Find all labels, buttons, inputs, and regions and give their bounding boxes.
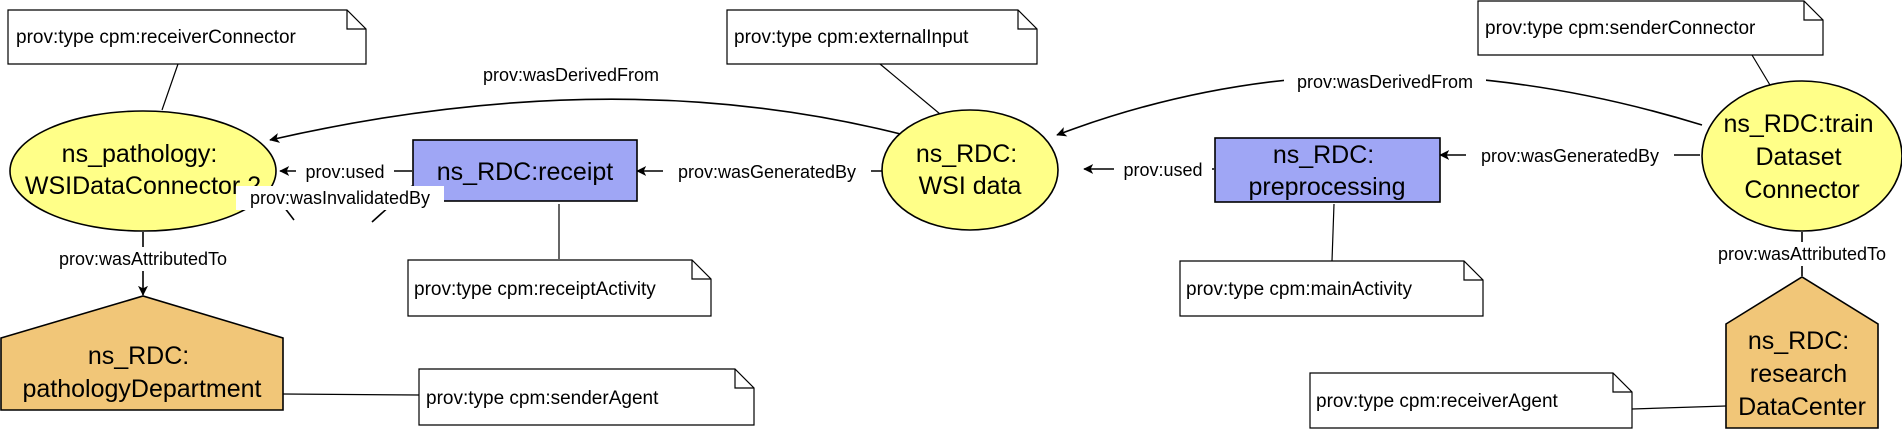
note-external-input: prov:type cpm:externalInput <box>726 9 1038 65</box>
note-receipt-activity-text: prov:type cpm:receiptActivity <box>414 279 656 300</box>
edge-labels: prov:wasDerivedFrom prov:wasDerivedFrom … <box>36 62 1902 271</box>
note-sender-agent: prov:type cpm:senderAgent <box>418 368 755 426</box>
entity-train-connector-line3: Connector <box>1744 176 1859 204</box>
activity-receipt-label: ns_RDC:receipt <box>437 158 614 186</box>
svg-text:ns_RDC: pathologyDepartm: ns_RDC: pathologyDepartment <box>22 342 261 403</box>
label-used-receipt: prov:used <box>305 162 384 182</box>
note-receiver-connector-text: prov:type cpm:receiverConnector <box>16 27 297 48</box>
label-generated-wsi: prov:wasGeneratedBy <box>678 162 856 182</box>
label-invalidated: prov:wasInvalidatedBy <box>250 188 430 208</box>
entity-train-connector-line1: ns_RDC:train <box>1723 110 1873 138</box>
agent-pathology-dept: ns_RDC: pathologyDepartment <box>0 295 284 411</box>
entity-wsi-connector-line1: ns_pathology: <box>62 140 218 168</box>
agent-pathology-dept-line1: ns_RDC: <box>88 342 189 370</box>
note-sender-connector-text: prov:type cpm:senderConnector <box>1485 18 1756 39</box>
note-receiver-connector: prov:type cpm:receiverConnector <box>7 9 367 65</box>
label-generated-train: prov:wasGeneratedBy <box>1481 146 1659 166</box>
note-main-activity-text: prov:type cpm:mainActivity <box>1186 279 1412 300</box>
label-derived-wsi-connector: prov:wasDerivedFrom <box>483 65 659 85</box>
svg-text:ns_RDC: WSI data: ns_RDC: WSI data <box>916 140 1024 200</box>
agent-research-dc-line2: research <box>1750 360 1847 388</box>
agent-research-dc-line3: DataCenter <box>1738 393 1866 421</box>
label-attributed-pathology: prov:wasAttributedTo <box>59 249 227 269</box>
entity-wsi-data: ns_RDC: WSI data <box>881 109 1059 231</box>
svg-text:ns_RDC: preprocessing: ns_RDC: preprocessing <box>1248 141 1405 201</box>
activity-preprocessing-line1: ns_RDC: <box>1273 141 1374 169</box>
note-receiver-agent-text: prov:type cpm:receiverAgent <box>1316 391 1559 412</box>
label-used-preprocessing: prov:used <box>1123 160 1202 180</box>
entity-wsi-connector: ns_pathology: WSIDataConnector 2 <box>9 110 277 232</box>
note-main-activity: prov:type cpm:mainActivity <box>1179 260 1484 317</box>
note-connectors <box>161 54 1777 410</box>
note-sender-agent-text: prov:type cpm:senderAgent <box>426 388 659 409</box>
entity-wsi-connector-line2: WSIDataConnector 2 <box>25 172 261 200</box>
svg-text:ns_pathology: WSIDataCon: ns_pathology: WSIDataConnector 2 <box>25 140 261 200</box>
entity-wsi-data-line1: ns_RDC: <box>916 140 1017 168</box>
note-sender-connector: prov:type cpm:senderConnector <box>1477 0 1824 56</box>
note-receipt-activity: prov:type cpm:receiptActivity <box>407 259 712 317</box>
label-derived-train-wsi: prov:wasDerivedFrom <box>1297 72 1473 92</box>
activity-preprocessing: ns_RDC: preprocessing <box>1214 137 1441 203</box>
svg-text:ns_RDC: research D: ns_RDC: research DataCenter <box>1738 327 1866 421</box>
label-attributed-research: prov:wasAttributedTo <box>1718 244 1886 264</box>
agent-research-dc: ns_RDC: research DataCenter <box>1725 276 1879 429</box>
note-receiver-agent: prov:type cpm:receiverAgent <box>1309 372 1633 429</box>
edge-derived-wsi-connector <box>269 98 913 143</box>
entity-wsi-data-line2: WSI data <box>919 172 1022 200</box>
agent-research-dc-line1: ns_RDC: <box>1748 327 1849 355</box>
activity-preprocessing-line2: preprocessing <box>1248 173 1405 201</box>
note-external-input-text: prov:type cpm:externalInput <box>734 27 969 48</box>
svg-text:ns_RDC:train Dataset: ns_RDC:train Dataset Connector <box>1723 110 1880 204</box>
entity-train-connector: ns_RDC:train Dataset Connector <box>1701 80 1902 232</box>
agent-pathology-dept-line2: pathologyDepartment <box>22 375 261 403</box>
entity-train-connector-line2: Dataset <box>1755 143 1841 171</box>
activity-receipt: ns_RDC:receipt <box>412 139 638 202</box>
